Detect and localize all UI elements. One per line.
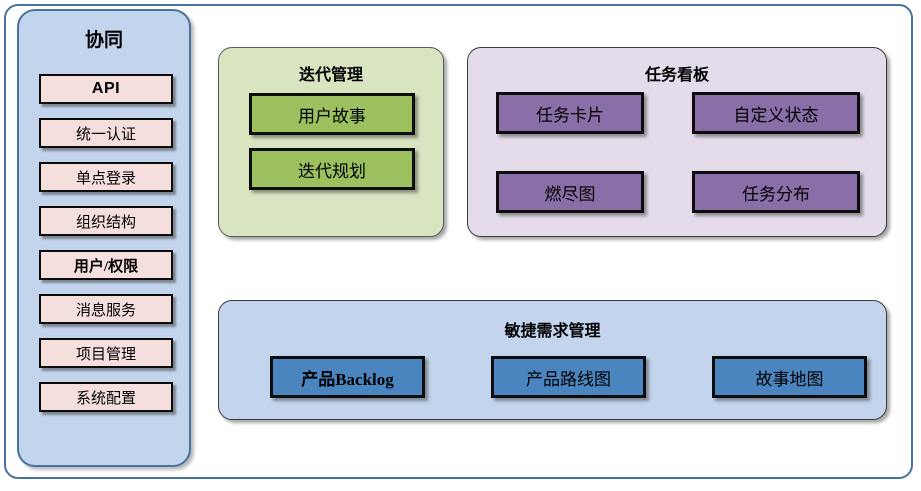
- sidebar-panel-collaboration[interactable]: 协同 API 统一认证 单点登录 组织结构 用户/权限 消息服务 项目管理: [17, 9, 191, 467]
- sidebar-item-unified-auth[interactable]: 统一认证: [39, 118, 173, 148]
- panel-title-taskboard: 任务看板: [644, 67, 709, 84]
- chip-task-card[interactable]: 任务卡片: [496, 92, 644, 134]
- sidebar-item-label: 单点登录: [75, 170, 136, 187]
- sidebar-item-api[interactable]: API: [39, 74, 173, 104]
- sidebar-item-label: 消息服务: [75, 302, 136, 319]
- sidebar-item-message-service[interactable]: 消息服务: [39, 294, 173, 324]
- panel-agile-requirement-management[interactable]: 敏捷需求管理 产品Backlog 产品路线图 故事地图: [218, 300, 887, 420]
- sidebar-item-sso[interactable]: 单点登录: [39, 162, 173, 192]
- sidebar-item-system-config[interactable]: 系统配置: [39, 382, 173, 412]
- sidebar-item-list: API 统一认证 单点登录 组织结构 用户/权限 消息服务 项目管理 系统配置: [39, 74, 173, 426]
- panel-title-iteration: 迭代管理: [298, 67, 363, 84]
- panel-iteration-management[interactable]: 迭代管理 用户故事 迭代规划: [218, 47, 444, 237]
- sidebar-item-user-permission[interactable]: 用户/权限: [39, 250, 173, 280]
- panel-title-agile: 敏捷需求管理: [504, 323, 601, 340]
- chip-custom-status[interactable]: 自定义状态: [692, 92, 860, 134]
- chip-label: 任务卡片: [536, 105, 604, 125]
- sidebar-item-label: 组织结构: [75, 214, 136, 231]
- panel-task-board[interactable]: 任务看板 任务卡片 自定义状态 燃尽图 任务分布: [467, 47, 887, 237]
- chip-iteration-planning[interactable]: 迭代规划: [249, 148, 415, 190]
- chip-label: 燃尽图: [544, 184, 596, 204]
- sidebar-item-label: API: [91, 80, 121, 97]
- chip-label: 任务分布: [742, 184, 810, 204]
- chip-label: 迭代规划: [298, 161, 366, 181]
- chip-label: 产品Backlog: [301, 369, 394, 389]
- sidebar-item-org-structure[interactable]: 组织结构: [39, 206, 173, 236]
- sidebar-item-project-management[interactable]: 项目管理: [39, 338, 173, 368]
- chip-story-map[interactable]: 故事地图: [712, 356, 867, 398]
- chip-label: 用户故事: [298, 106, 366, 126]
- chip-label: 自定义状态: [733, 105, 819, 125]
- chip-label: 产品路线图: [526, 369, 611, 389]
- sidebar-item-label: 用户/权限: [73, 258, 139, 275]
- sidebar-item-label: 系统配置: [75, 390, 136, 407]
- chip-product-backlog[interactable]: 产品Backlog: [270, 356, 425, 398]
- chip-product-roadmap[interactable]: 产品路线图: [491, 356, 646, 398]
- sidebar-item-label: 项目管理: [75, 346, 136, 363]
- chip-user-story[interactable]: 用户故事: [249, 93, 415, 135]
- chip-label: 故事地图: [755, 369, 824, 389]
- chip-task-distribution[interactable]: 任务分布: [692, 171, 860, 213]
- chip-burndown-chart[interactable]: 燃尽图: [496, 171, 644, 213]
- sidebar-title: 协同: [84, 30, 123, 51]
- sidebar-item-label: 统一认证: [75, 126, 136, 143]
